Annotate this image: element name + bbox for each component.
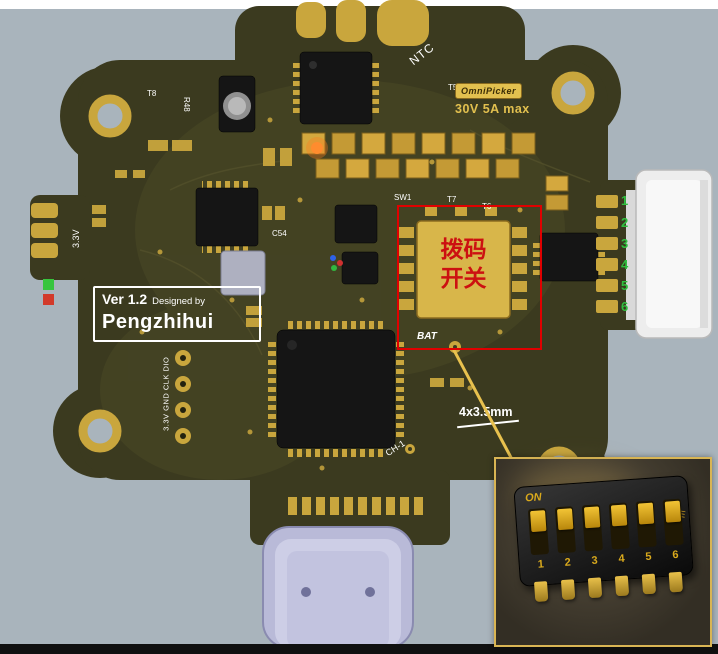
gray-component [220, 250, 266, 296]
brand-label: Pengzhihui [102, 311, 214, 333]
dip-slot-3 [581, 504, 603, 552]
left-edge-pads [31, 203, 58, 258]
vias [139, 117, 523, 471]
pin-number-5: 5 [621, 278, 629, 293]
dip-knob-6 [664, 500, 681, 523]
c54-label: C54 [272, 229, 287, 238]
dip-slot-6 [662, 498, 684, 546]
dip-knob-5 [637, 502, 654, 525]
passive-components [92, 140, 464, 387]
dip-switch-highlight-box [397, 205, 542, 350]
dip-slot-1 [527, 508, 550, 556]
top-antenna-pads [296, 0, 429, 46]
status-leds [43, 279, 54, 305]
r48-label: R48 [182, 97, 191, 112]
dip-switch-body: ON KE 1 2 3 4 5 6 [513, 475, 694, 587]
jst-pads [596, 195, 618, 313]
pin-number-3: 3 [621, 236, 629, 251]
pin-number-4: 4 [621, 257, 629, 272]
dip-knob-3 [583, 506, 600, 529]
dip-num-5: 5 [645, 550, 652, 564]
dip-pin-5 [641, 573, 657, 595]
designed-by-label: Designed by [152, 296, 205, 307]
t7-label: T7 [447, 195, 457, 204]
dip-switch-label-line1: 拨码 [440, 237, 487, 263]
small-ic-2 [341, 251, 379, 285]
mcu-chip [268, 321, 404, 457]
dip-knob-2 [556, 508, 573, 531]
dip-num-4: 4 [618, 552, 626, 566]
version-label: Ver 1.2 [102, 291, 148, 307]
power-rating-label: 30V 5A max [455, 102, 530, 116]
right-ic [533, 232, 605, 282]
dip-num-3: 3 [591, 554, 599, 567]
dip-num-1: 1 [537, 558, 545, 571]
dip-switch-inset: ON KE 1 2 3 4 5 6 [494, 457, 712, 647]
dip-pin-4 [614, 575, 630, 597]
rgb-leds [330, 255, 343, 271]
power-led [306, 137, 328, 159]
jst-connector [626, 169, 713, 339]
t8-label: T8 [147, 89, 157, 98]
v33-label: 3.3V [71, 229, 81, 248]
debug-header-label: 3.3V GND CLK DIO [161, 356, 171, 431]
small-ic-1 [334, 204, 378, 244]
dip-knob-4 [610, 504, 627, 527]
ch1-pad [405, 444, 415, 454]
t5-label: T5 [448, 83, 458, 92]
dip-switch-label-line2: 开关 [440, 265, 487, 292]
dip-slot-2 [554, 506, 577, 554]
dip-pin-1 [533, 581, 549, 602]
dip-num-2: 2 [564, 556, 572, 569]
driver-chip [195, 181, 259, 253]
pin-number-2: 2 [621, 215, 629, 230]
dip-pin-3 [587, 577, 603, 599]
pin-number-6: 6 [621, 299, 629, 314]
dip-num-6: 6 [671, 548, 679, 562]
bat-label: BAT [417, 331, 437, 342]
bottom-edge-pads [288, 497, 423, 515]
dip-switch-closeup: ON KE 1 2 3 4 5 6 [507, 467, 703, 636]
dip-switch-footprint [399, 207, 527, 319]
bottom-black-strip [0, 644, 718, 654]
dip-slot-5 [635, 500, 657, 548]
dip-pin-6 [668, 571, 684, 593]
pin-number-1: 1 [621, 193, 629, 208]
dip-knob-1 [529, 510, 546, 533]
version-box: Ver 1.2 Designed by Pengzhihui [93, 286, 261, 342]
dip-switch-label: 拨码 开关 [417, 236, 510, 294]
usb-c-connector [262, 526, 414, 649]
regulator-chip [293, 51, 379, 125]
dip-pin-2 [560, 579, 576, 601]
debug-pads [175, 350, 191, 444]
dip-slot-4 [608, 502, 630, 550]
omnipicker-badge: OmniPicker [455, 83, 523, 99]
sw1-label: SW1 [394, 193, 412, 202]
dip-on-label: ON [524, 491, 543, 505]
electrolytic-capacitor [218, 75, 256, 133]
